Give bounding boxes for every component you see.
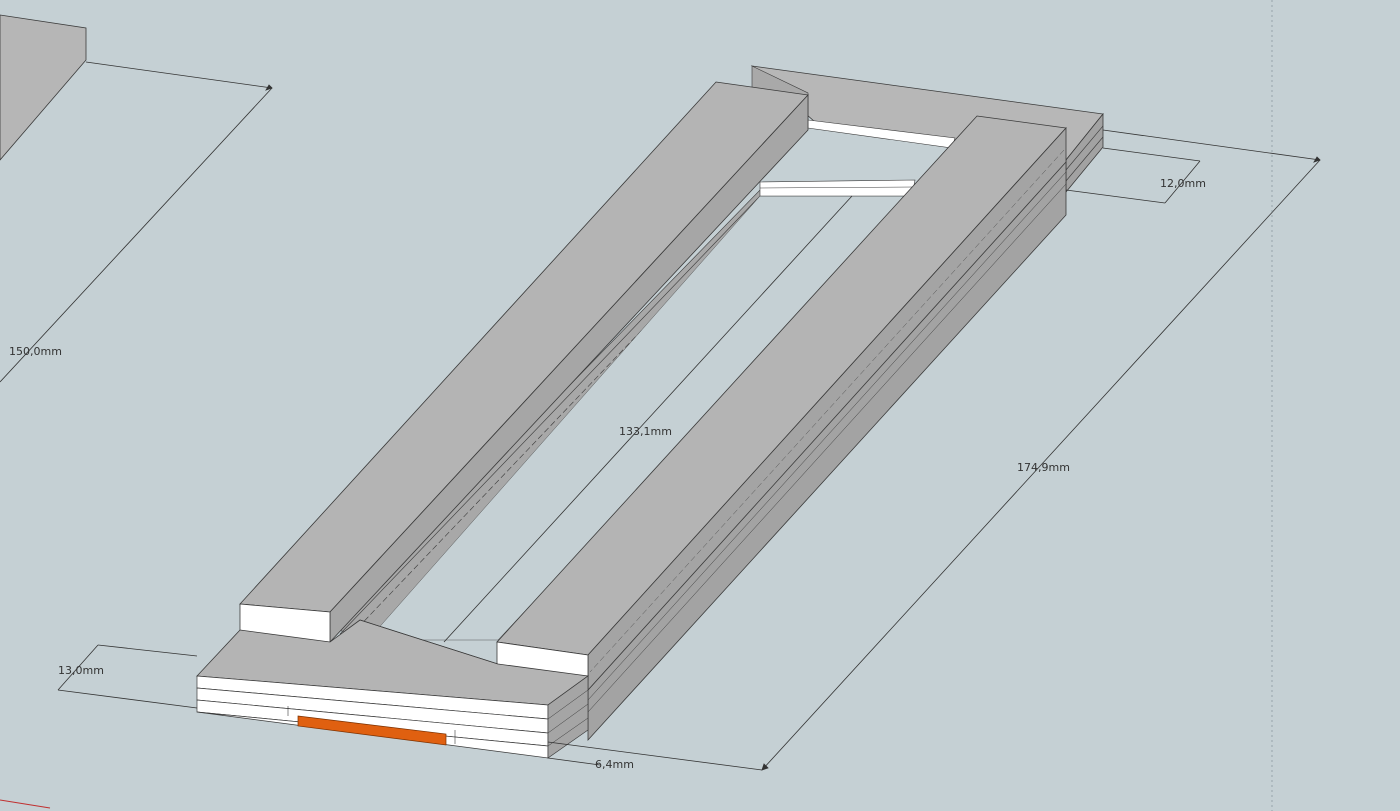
label-133mm: 133,1mm — [619, 425, 672, 438]
left-block[interactable] — [0, 14, 87, 161]
red-axis-line — [0, 799, 51, 809]
left-block-top — [0, 14, 87, 161]
label-6-4mm: 6,4mm — [595, 758, 634, 771]
label-12mm: 12,0mm — [1160, 177, 1206, 190]
front-crosspiece[interactable] — [196, 619, 590, 759]
label-174mm: 174,9mm — [1017, 461, 1070, 474]
left-rail[interactable] — [239, 81, 809, 644]
dimension-6-4[interactable] — [547, 757, 601, 766]
dimension-150[interactable] — [0, 61, 273, 383]
dimension-13[interactable] — [57, 644, 198, 709]
right-rail[interactable] — [496, 115, 1067, 713]
dimension-12[interactable] — [1065, 147, 1201, 204]
base-plate[interactable] — [332, 158, 1067, 742]
dimension-133[interactable] — [443, 195, 853, 643]
label-13mm: 13,0mm — [58, 664, 104, 677]
label-150mm: 150,0mm — [9, 345, 62, 358]
selected-strip[interactable] — [297, 715, 447, 746]
dimension-174[interactable] — [547, 129, 1321, 771]
